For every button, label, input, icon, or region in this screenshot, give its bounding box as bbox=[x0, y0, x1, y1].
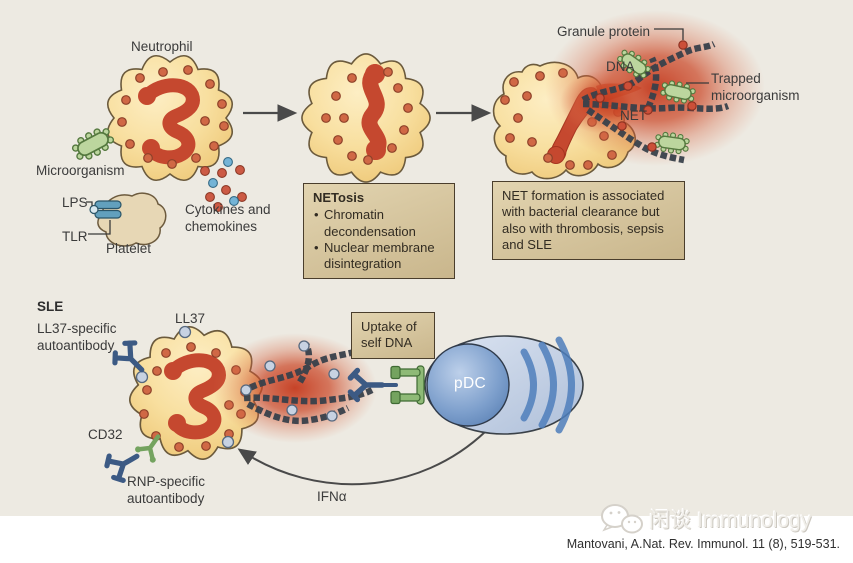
tlr-label: TLR bbox=[62, 229, 88, 244]
wechat-icon bbox=[601, 504, 643, 534]
dna-label: DNA bbox=[606, 59, 635, 74]
neutrophil-cell-4-sle bbox=[104, 301, 288, 485]
netosis-box: NETosis Chromatin decondensation Nuclear… bbox=[303, 183, 455, 280]
net-dna-strands bbox=[581, 41, 730, 164]
pdc-cell bbox=[424, 335, 584, 435]
granules bbox=[139, 342, 250, 452]
cytokine-dots bbox=[200, 157, 247, 212]
microorganism-label: Microorganism bbox=[36, 163, 125, 178]
ll37-autoantibody-label: LL37-specific autoantibody bbox=[37, 321, 117, 353]
granules bbox=[321, 67, 413, 165]
net-formation-box: NET formation is associated with bacteri… bbox=[492, 181, 685, 260]
uptake-self-dna-box: Uptake of self DNA bbox=[351, 312, 435, 359]
watermark-text: 闲谈 Immunology bbox=[649, 509, 812, 532]
cd32-label: CD32 bbox=[88, 427, 123, 442]
watermark: 闲谈 Immunology bbox=[599, 503, 811, 535]
pdc-label: pDC bbox=[454, 375, 486, 392]
trapped-microorganism-label: Trapped microorganism bbox=[711, 71, 800, 103]
sle-label: SLE bbox=[37, 299, 64, 314]
platelet-label: Platelet bbox=[106, 241, 152, 256]
rnp-autoantibody-label: RNP-specific autoantibody bbox=[127, 474, 206, 506]
ll37-label: LL37 bbox=[175, 311, 206, 326]
pdc-nucleus bbox=[426, 343, 510, 427]
pdc-receptor-clamp bbox=[390, 365, 425, 405]
ifn-alpha-label: IFNα bbox=[317, 489, 347, 504]
nucleus bbox=[141, 78, 200, 165]
net-leader-lines bbox=[654, 28, 709, 84]
granule-protein-label: Granule protein bbox=[557, 24, 651, 39]
netosis-bullet-2: Nuclear membrane disintegration bbox=[313, 240, 445, 273]
lps-molecule bbox=[89, 204, 99, 215]
nucleus bbox=[167, 353, 226, 440]
neutrophil-cell-1 bbox=[106, 54, 234, 182]
self-dna-strands bbox=[240, 342, 374, 425]
lps-label: LPS bbox=[62, 195, 88, 210]
netosis-box-title: NETosis bbox=[313, 190, 365, 205]
citation: Mantovani, A.Nat. Rev. Immunol. 11 (8), … bbox=[566, 537, 840, 551]
granules bbox=[117, 65, 229, 169]
granule-protein-dots bbox=[595, 40, 697, 152]
neutrophil-label: Neutrophil bbox=[131, 39, 193, 54]
cytokines-label: Cytokines and chemokines bbox=[185, 202, 271, 234]
net-label: NET bbox=[620, 108, 647, 123]
neutrophil-cell-2 bbox=[288, 40, 444, 196]
pdc-er-arcs bbox=[520, 336, 575, 434]
tlr-receptor bbox=[89, 200, 122, 219]
netosis-bullet-1: Chromatin decondensation bbox=[313, 207, 445, 240]
cd32-receptor-icon bbox=[135, 434, 161, 463]
ifn-alpha-arrow bbox=[237, 430, 487, 486]
nucleus bbox=[361, 64, 387, 160]
lps-tlr-leader-lines bbox=[86, 201, 111, 235]
ll37-dots bbox=[135, 325, 340, 449]
